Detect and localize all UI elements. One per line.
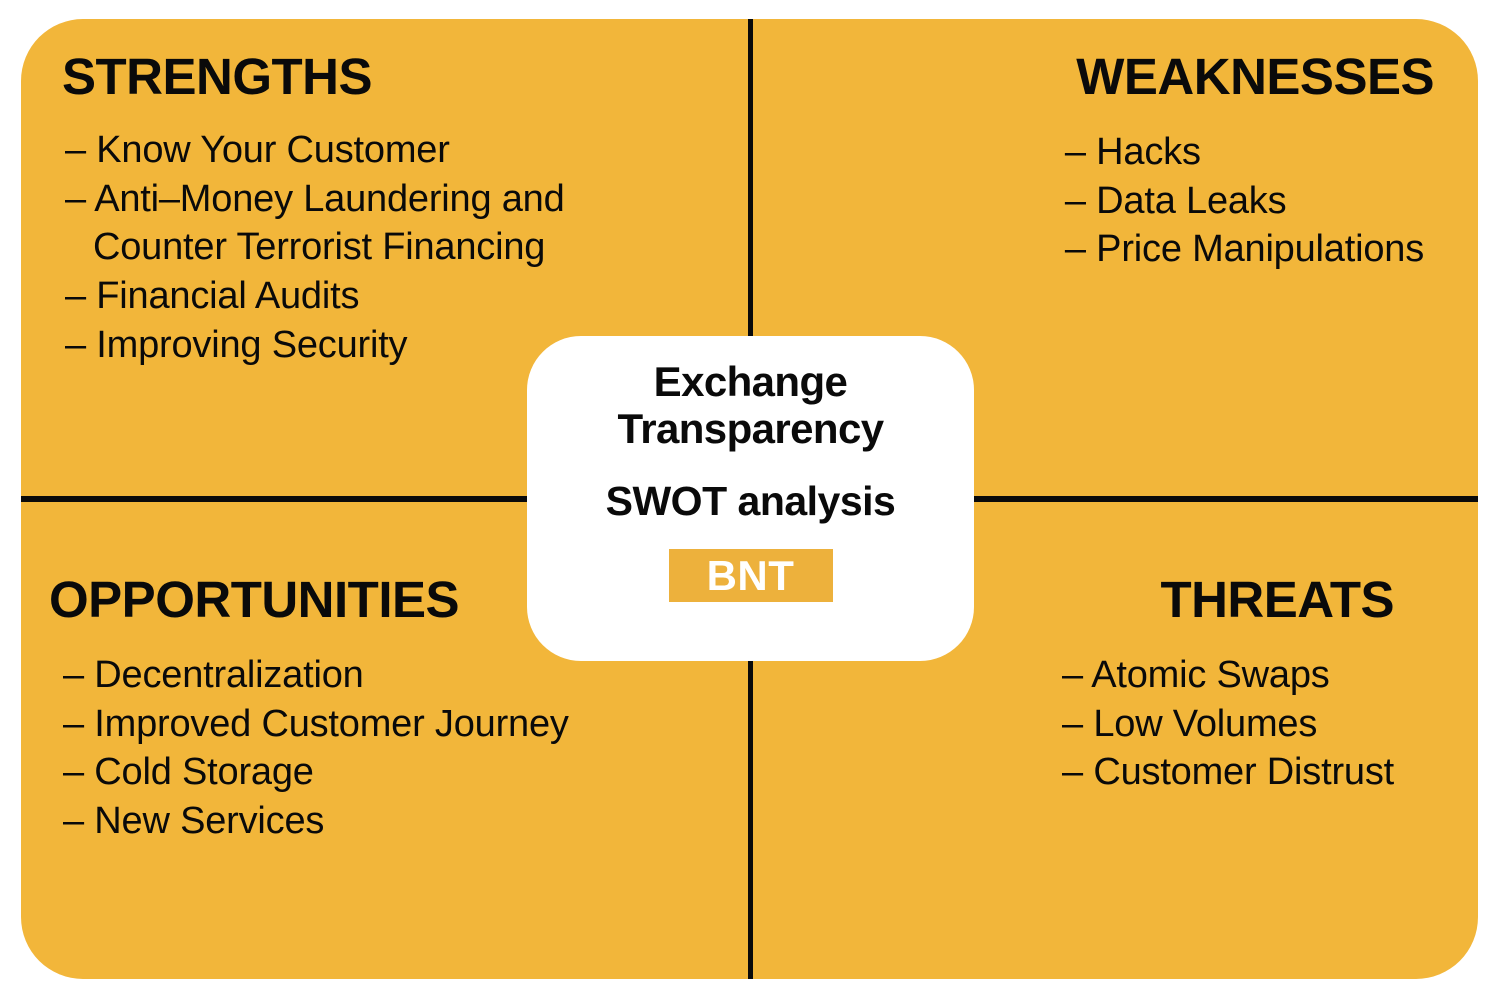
quadrant-threats: THREATS – Atomic Swaps – Low Volumes – C… <box>753 502 1478 979</box>
list-item: – Low Volumes <box>1062 702 1318 745</box>
list-item: – Improved Customer Journey <box>63 702 569 745</box>
list-item: – Hacks <box>1064 131 1201 173</box>
quadrant-list-threats: – Atomic Swaps – Low Volumes – Customer … <box>1062 651 1394 797</box>
bnt-logo-badge: BNT <box>668 549 833 603</box>
quadrant-title-strengths: STRENGTHS <box>62 48 373 105</box>
list-item: – New Services <box>63 799 325 842</box>
quadrant-weaknesses: WEAKNESSES – Hacks – Data Leaks – Price … <box>753 19 1478 496</box>
quadrant-list-weaknesses: – Hacks – Data Leaks – Price Manipulatio… <box>1065 128 1434 274</box>
quadrant-title-opportunities: OPPORTUNITIES <box>49 571 460 628</box>
list-item: – Decentralization <box>63 654 364 696</box>
quadrant-strengths: STRENGTHS – Know Your Customer – Anti–Mo… <box>21 19 748 496</box>
quadrant-title-threats: THREATS <box>1160 571 1394 628</box>
quadrant-opportunities: OPPORTUNITIES – Decentralization – Impro… <box>21 502 748 979</box>
center-subtitle: SWOT analysis <box>605 478 896 525</box>
list-item: – Know Your Customer <box>65 129 450 171</box>
center-title: Exchange Transparency <box>617 358 885 453</box>
quadrant-title-weaknesses: WEAKNESSES <box>1076 48 1434 105</box>
quadrant-list-strengths: – Know Your Customer – Anti–Money Launde… <box>62 126 708 369</box>
list-item: – Data Leaks <box>1064 179 1287 222</box>
list-item: – Customer Distrust <box>1062 751 1394 794</box>
list-item: – Improving Security <box>65 323 408 366</box>
list-item: – Anti–Money Laundering and Counter Terr… <box>65 177 565 269</box>
list-item: – Atomic Swaps <box>1062 654 1330 696</box>
bnt-logo-text: BNT <box>706 551 795 599</box>
list-item: – Financial Audits <box>65 274 360 317</box>
list-item: – Price Manipulations <box>1064 228 1424 271</box>
list-item: – Cold Storage <box>63 751 314 794</box>
quadrant-list-opportunities: – Decentralization – Improved Customer J… <box>49 651 708 846</box>
center-card: Exchange Transparency SWOT analysis BNT <box>527 336 974 661</box>
